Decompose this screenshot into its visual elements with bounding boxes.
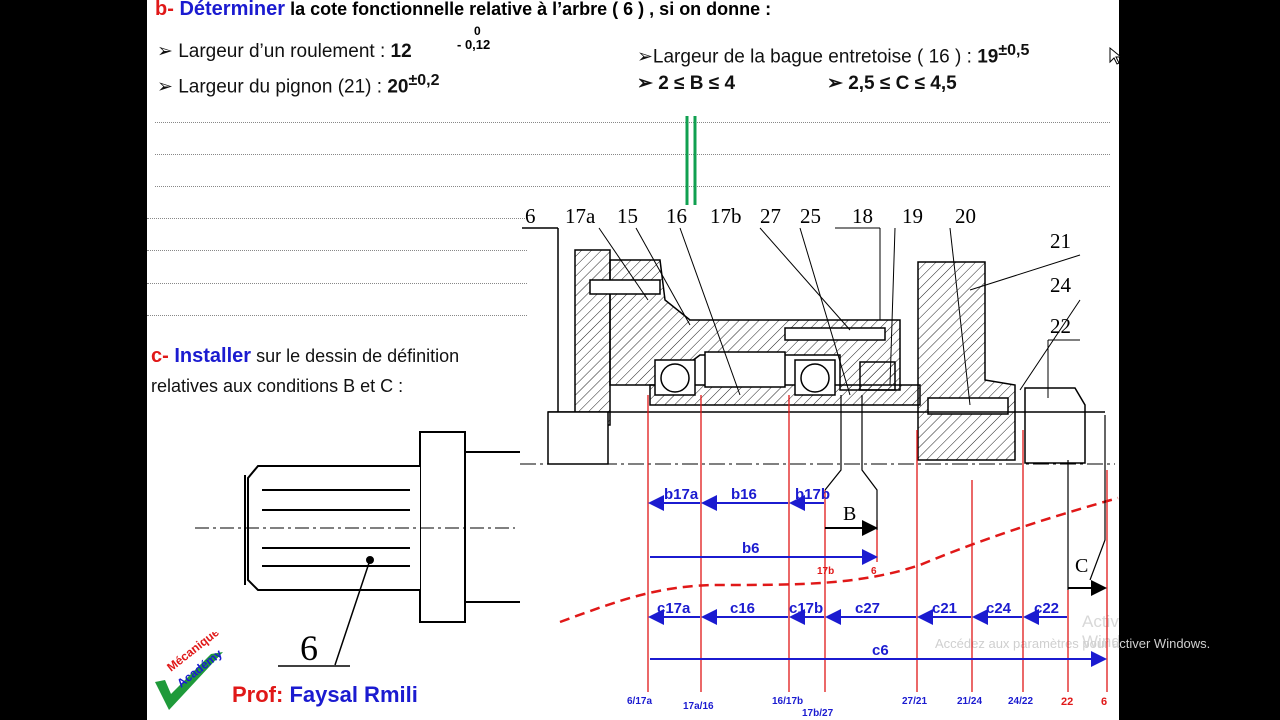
chain-c-ref-label: 24/22: [1008, 696, 1033, 707]
bullet-bague: ➢Largeur de la bague entretoise ( 16 ) :…: [637, 42, 1029, 68]
bullet-roulement: ➢ Largeur d’un roulement : 12: [157, 40, 412, 63]
part-label: 24: [1050, 273, 1072, 297]
part-label: 17a: [565, 204, 596, 228]
bullet2-value: 20: [387, 76, 409, 98]
chain-c-c6: c6: [872, 642, 889, 659]
chain-b-label: b17b: [795, 486, 830, 503]
part-6-label: 6: [300, 628, 318, 668]
answer-line: [147, 218, 527, 219]
answer-line: [155, 122, 1110, 123]
section-b-heading: b- Déterminer la cote fonctionnelle rela…: [155, 0, 771, 21]
part-label: 15: [617, 204, 638, 228]
chain-b-ref-label: 17b: [817, 566, 834, 577]
author: Prof: Faysal Rmili: [232, 682, 418, 708]
chain-c-ref-label: 16/17b: [772, 696, 803, 707]
answer-line: [147, 315, 527, 316]
cursor-icon: [1109, 46, 1123, 65]
windows-watermark-title: Activer Windows: [1082, 612, 1119, 651]
chain-c-label: c17a: [657, 600, 691, 617]
bullet3-tolerance: ±0,5: [998, 42, 1030, 59]
arrow-bullet-icon: ➢: [637, 73, 659, 94]
chain-c-ref-label: 21/24: [957, 696, 982, 707]
section-c-letter: c-: [151, 345, 169, 367]
condition-b-label: B: [843, 503, 856, 525]
condition-c: ➢ 2,5 ≤ C ≤ 4,5: [827, 72, 957, 95]
chain-c-label: c17b: [789, 600, 823, 617]
answer-line: [147, 283, 527, 284]
section-c-line2: relatives aux conditions B et C :: [151, 376, 404, 396]
chain-c-label: c24: [986, 600, 1012, 617]
bullet2-label: Largeur du pignon (21) :: [178, 76, 388, 98]
part-label: 25: [800, 204, 821, 228]
chain-c-ref-label: 6: [1101, 696, 1107, 708]
part-label: 22: [1050, 314, 1071, 338]
section-b-letter: b-: [155, 0, 174, 20]
arrow-bullet-icon: ➢: [157, 76, 179, 98]
chain-c-label: c22: [1034, 600, 1059, 617]
answer-line: [155, 154, 1110, 155]
part-label: 27: [760, 204, 781, 228]
bullet1-tolerance-top: 0: [474, 24, 481, 38]
section-b-title-rest: la cote fonctionnelle relative à l’arbre…: [285, 0, 772, 19]
part-label: 21: [1050, 229, 1071, 253]
bullet-pignon: ➢ Largeur du pignon (21) : 20±0,2: [157, 72, 440, 98]
bullet1-label: Largeur d’un roulement :: [178, 41, 391, 62]
answer-line: [155, 186, 1110, 187]
bullet1-tolerance-bottom: - 0,12: [457, 37, 491, 52]
part-label: 20: [955, 204, 976, 228]
arrow-bullet-icon: ➢: [637, 46, 653, 68]
arrow-bullet-icon: ➢: [157, 41, 179, 62]
windows-watermark-text: Accédez aux paramètres pour activer Wind…: [935, 636, 1211, 651]
condition-c-text: 2,5 ≤ C ≤ 4,5: [848, 73, 957, 94]
condition-b-text: 2 ≤ B ≤ 4: [658, 73, 736, 94]
chain-c-label: c27: [855, 600, 880, 617]
chain-c-label: c16: [730, 600, 755, 617]
answer-line: [147, 250, 527, 251]
chain-c-ref-label: 6/17a: [627, 696, 652, 707]
condition-b: ➢ 2 ≤ B ≤ 4: [637, 72, 735, 95]
author-name: Faysal Rmili: [289, 682, 418, 707]
chain-c-ref-label: 17a/16: [683, 701, 714, 712]
part-label: 19: [902, 204, 923, 228]
section-b-title: Déterminer: [179, 0, 286, 20]
condition-c-label: C: [1075, 555, 1088, 577]
chain-c-ref-label: 22: [1061, 696, 1073, 708]
author-label: Prof:: [232, 682, 290, 707]
section-c-title-rest: sur le dessin de définition: [251, 346, 460, 366]
chain-c-ref-label: 17b/27: [802, 708, 834, 719]
chain-c-ref-label: 27/21: [902, 696, 927, 707]
section-c-heading: c- Installer sur le dessin de définition: [151, 345, 459, 368]
arrow-bullet-icon: ➢: [827, 73, 849, 94]
shaft-6-drawing: [195, 431, 520, 667]
part-label: 16: [666, 204, 687, 228]
chain-c-label: c21: [932, 600, 957, 617]
bullet1-value: 12: [390, 41, 412, 62]
academy-logo: Mécanique Académy: [151, 632, 241, 717]
bullet3-label: Largeur de la bague entretoise ( 16 ) :: [652, 46, 978, 68]
chain-b-b6: b6: [742, 540, 760, 557]
chain-b-label: b17a: [664, 486, 699, 503]
part-label: 18: [852, 204, 873, 228]
part-label: 17b: [710, 204, 742, 228]
chain-b-ref-label: 6: [871, 566, 877, 577]
bullet3-value: 19: [977, 46, 999, 68]
bullet2-tolerance: ±0,2: [408, 72, 440, 89]
part-label: 6: [525, 204, 536, 228]
chain-b-label: b16: [731, 486, 757, 503]
assembly-drawing: [520, 227, 1115, 465]
section-c-title: Installer: [174, 345, 252, 367]
